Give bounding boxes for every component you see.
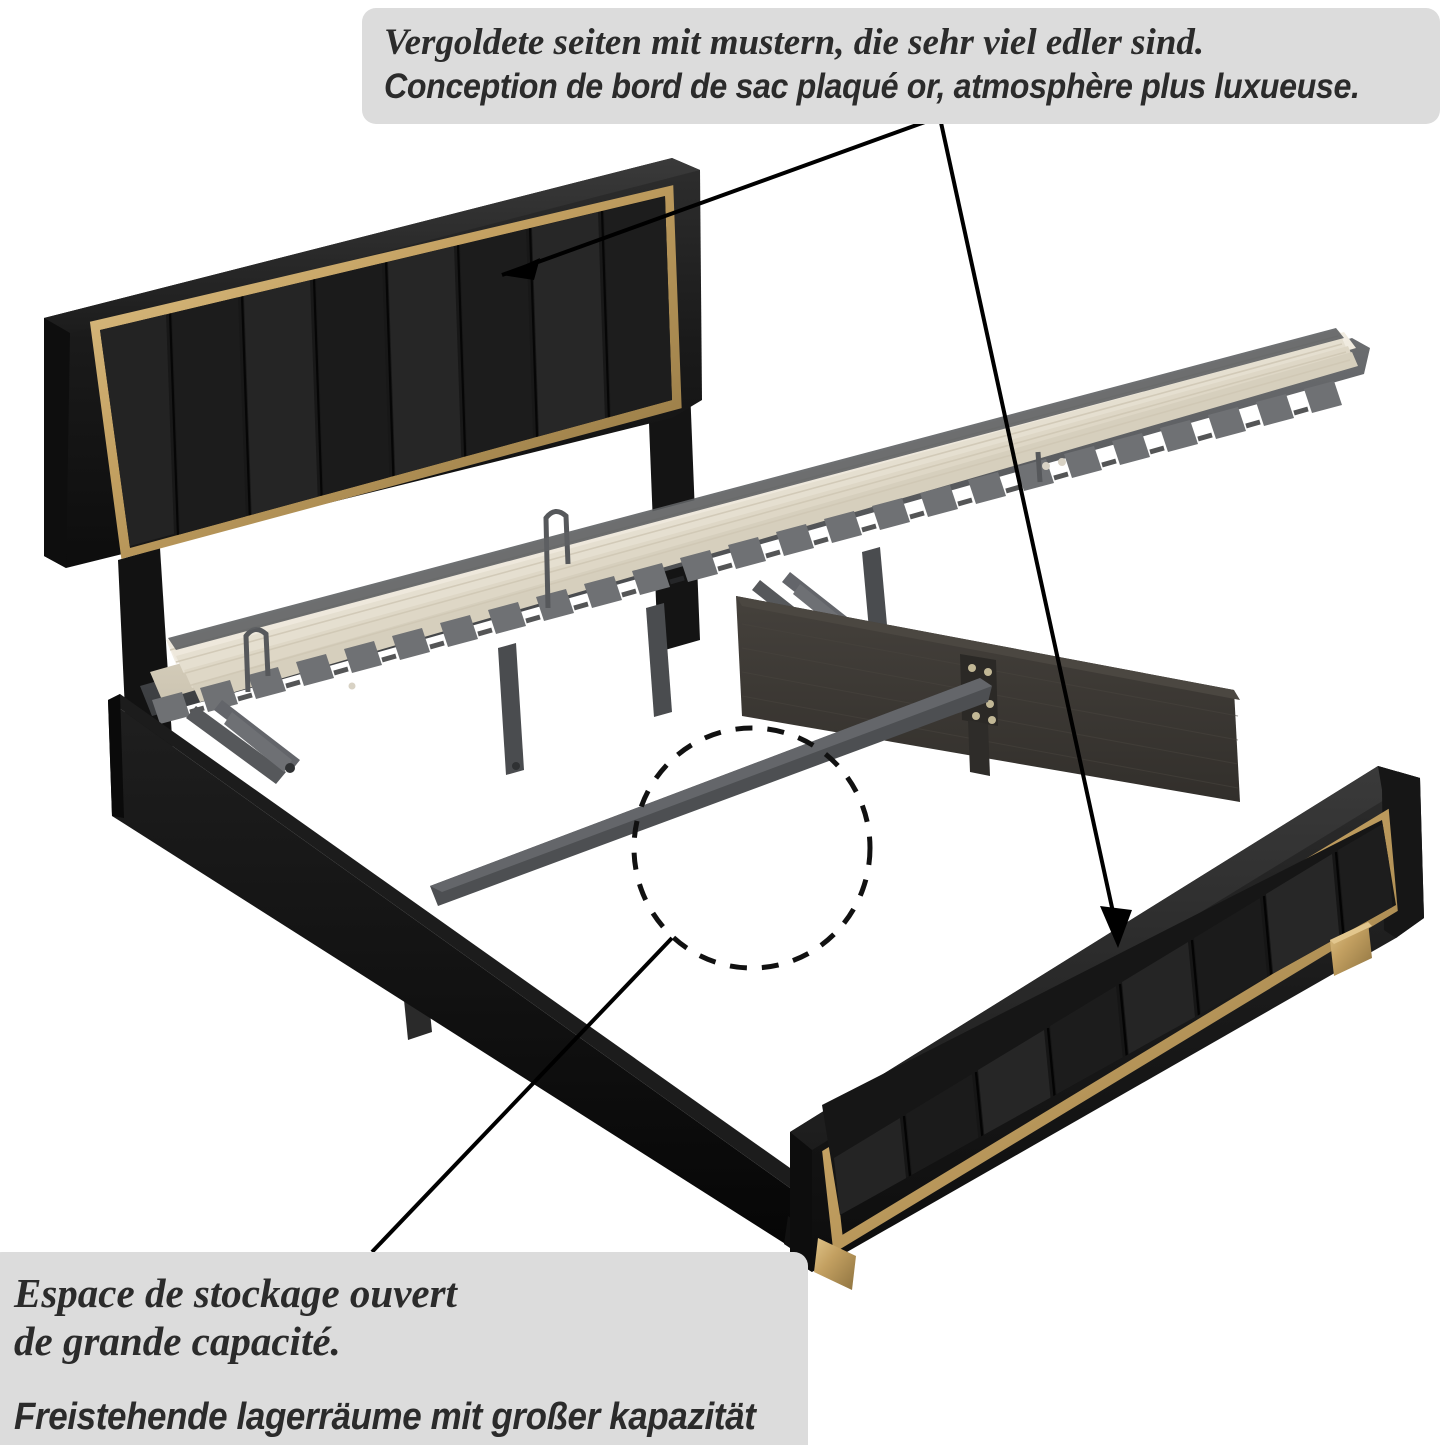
gas-lift-mechanism xyxy=(186,547,888,784)
storage-space-callout-box: Espace de stockage ouvert de grande capa… xyxy=(0,1252,808,1445)
callout-bottom-line-fr-1: Espace de stockage ouvert xyxy=(14,1270,457,1316)
gold-trim-callout-box: Vergoldete seiten mit mustern, die sehr … xyxy=(362,8,1440,124)
callout-bottom-line-de: Freistehende lagerräume mit großer kapaz… xyxy=(14,1395,756,1438)
storage-highlight-circle xyxy=(631,725,873,971)
lift-handle-loops xyxy=(243,451,1043,693)
callout-leader-lines xyxy=(370,116,1132,1254)
callout-bottom-line-fr-2: de grande capacité. xyxy=(14,1317,341,1364)
slat-platform xyxy=(140,328,1370,724)
callout-top-line-de: Vergoldete seiten mit mustern, die sehr … xyxy=(384,22,1205,63)
callout-top-line-fr: Conception de bord de sac plaqué or, atm… xyxy=(384,67,1360,107)
slat-end-caps xyxy=(152,381,1342,724)
headboard-channel-tufting xyxy=(100,196,672,548)
headboard xyxy=(44,158,702,818)
gold-feet xyxy=(814,922,1372,1290)
footboard xyxy=(790,766,1424,1290)
